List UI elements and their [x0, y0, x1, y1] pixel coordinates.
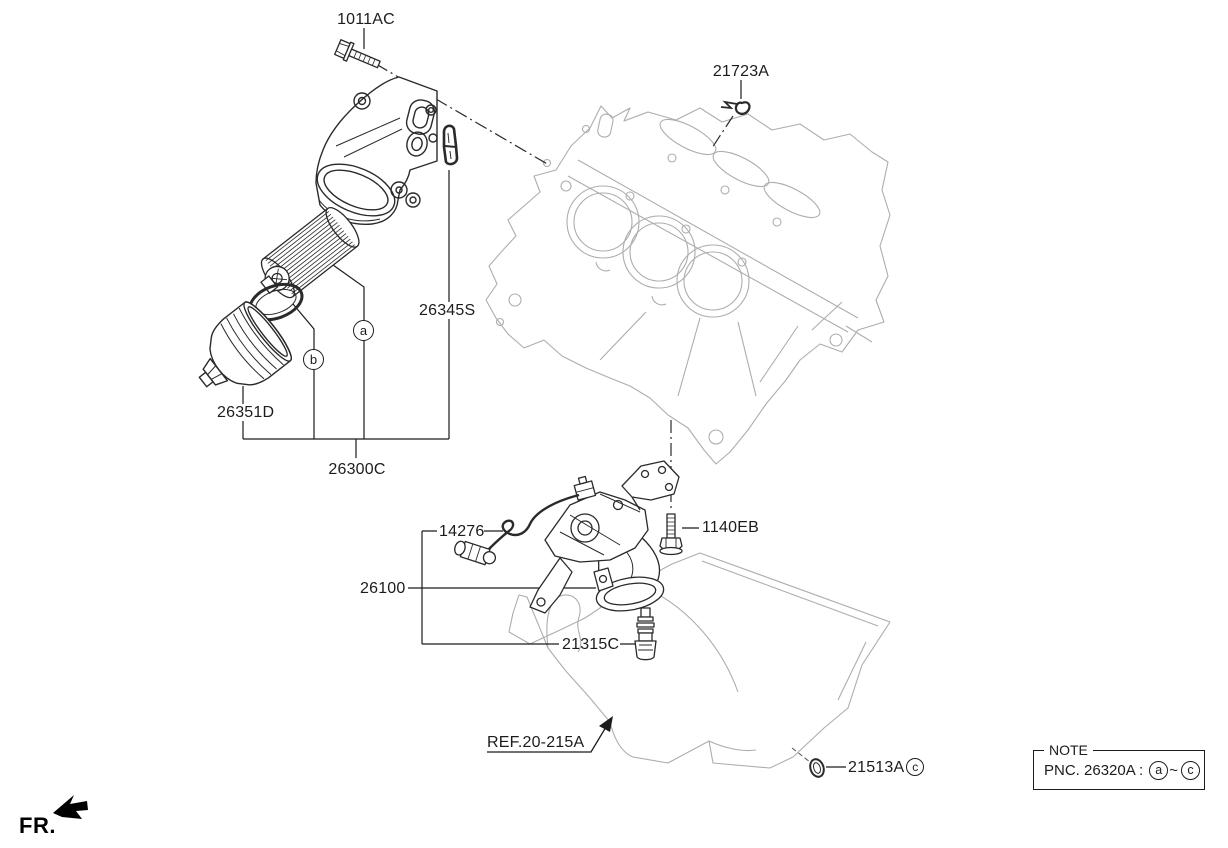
marker-c: c — [906, 758, 925, 776]
callout-26100: 26100 — [360, 580, 406, 597]
clip-21723a — [720, 100, 751, 115]
callout-lines — [242, 28, 846, 768]
callout-21315C: 21315C — [562, 636, 620, 653]
note-range-separator: ~ — [1169, 761, 1178, 779]
marker-b: b — [303, 349, 324, 370]
plug-ring — [809, 758, 825, 778]
callout-1011AC: 1011AC — [337, 11, 395, 28]
note-marker-a: a — [1149, 760, 1169, 780]
front-direction-label: FR. — [19, 813, 56, 838]
callout-1140EB: 1140EB — [702, 519, 759, 536]
engine-block-drawing — [485, 105, 891, 465]
bolt-1011ac — [334, 39, 381, 69]
oil-pressure-sensor — [454, 493, 580, 566]
oil-pump-assembly — [529, 460, 680, 614]
oil-filter-element — [260, 207, 360, 299]
callout-26300C: 26300C — [328, 461, 386, 478]
note-content: PNC. 26320A : a ~ c — [1034, 751, 1204, 789]
note-box: NOTE PNC. 26320A : a ~ c — [1033, 742, 1205, 790]
callout-21723A: 21723A — [712, 63, 770, 80]
callout-21513A: 21513A c — [848, 758, 925, 776]
plug-leader-dashes — [791, 747, 811, 763]
ref-arrow — [487, 716, 613, 753]
bolt-1140eb — [659, 513, 683, 556]
callout-26345S: 26345S — [416, 302, 479, 319]
marker-a: a — [353, 320, 374, 341]
callout-21513A-text: 21513A — [848, 758, 905, 776]
callout-14276: 14276 — [439, 523, 485, 540]
note-title: NOTE — [1044, 742, 1093, 758]
front-direction-arrow-icon — [53, 795, 88, 819]
callout-26351D: 26351D — [214, 404, 278, 421]
note-pnc-text: PNC. 26320A : — [1044, 761, 1144, 779]
relief-valve — [634, 607, 657, 661]
oil-filter-cap — [198, 301, 292, 388]
gasket — [442, 124, 459, 166]
callout-ref-oil-pan: REF.20-215A — [487, 734, 585, 751]
oil-filter-housing — [315, 76, 438, 225]
note-marker-c: c — [1181, 760, 1200, 780]
